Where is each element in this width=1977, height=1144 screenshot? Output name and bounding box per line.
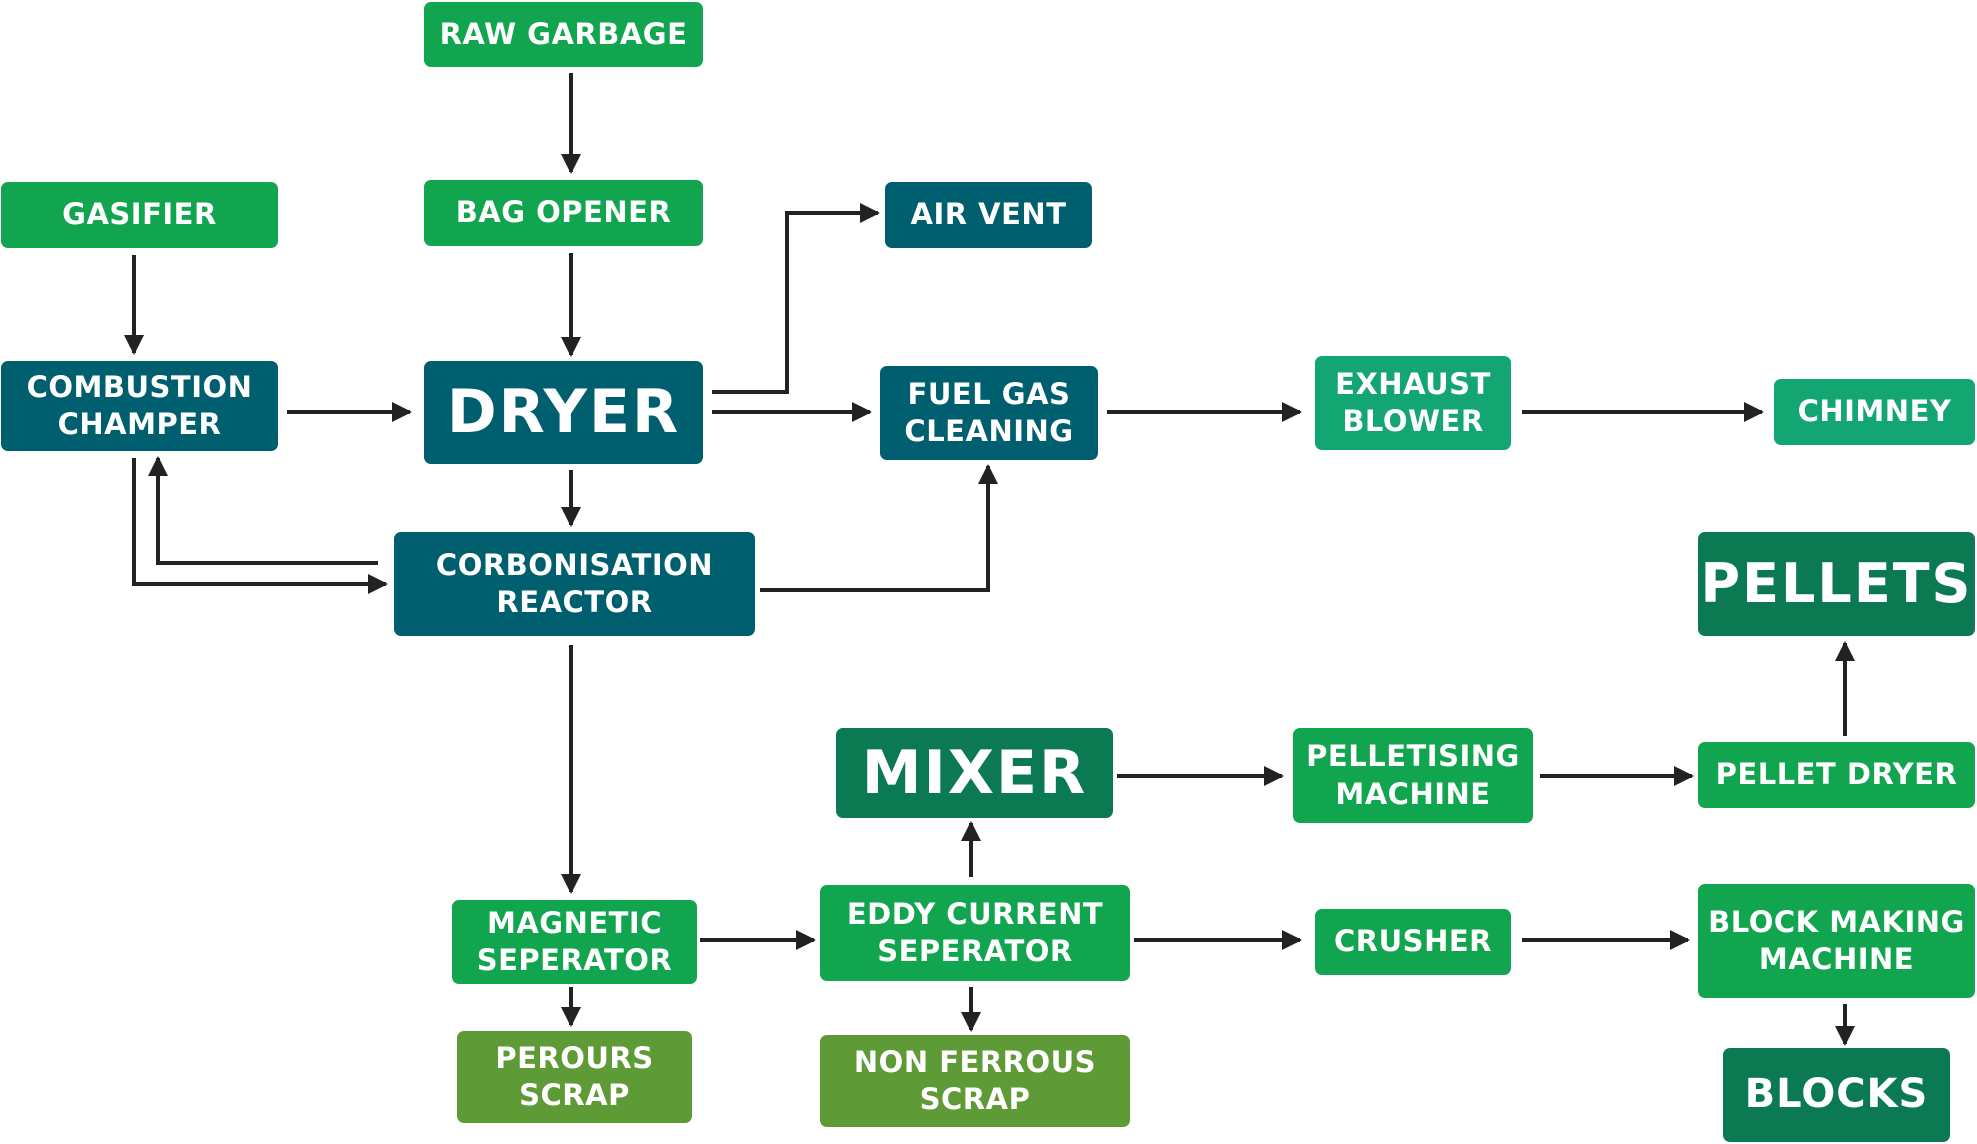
node-dryer: DRYER <box>424 361 703 464</box>
node-fuel-gas-cleaning: FUEL GAS CLEANING <box>880 366 1098 460</box>
node-pelletising-machine: PELLETISING MACHINE <box>1293 728 1533 823</box>
arrow-reactor-to-fuel-gas <box>760 464 998 592</box>
node-combustion-champer: COMBUSTION CHAMPER <box>1 361 278 451</box>
node-non-ferrous-scrap: NON FERROUS SCRAP <box>820 1035 1130 1127</box>
node-eddy-current-seperator: EDDY CURRENT SEPERATOR <box>820 885 1130 981</box>
node-corbonisation-reactor: CORBONISATION REACTOR <box>394 532 755 636</box>
node-air-vent: AIR VENT <box>885 182 1092 248</box>
node-magnetic-seperator: MAGNETIC SEPERATOR <box>452 900 697 984</box>
node-bag-opener: BAG OPENER <box>424 180 703 246</box>
node-perours-scrap: PEROURS SCRAP <box>457 1031 692 1123</box>
node-pellets: PELLETS <box>1698 532 1975 636</box>
node-gasifier: GASIFIER <box>1 182 278 248</box>
node-mixer: MIXER <box>836 728 1113 818</box>
node-chimney: CHIMNEY <box>1774 379 1975 445</box>
node-blocks: BLOCKS <box>1723 1048 1950 1142</box>
node-pellet-dryer: PELLET DRYER <box>1698 742 1975 808</box>
node-raw-garbage: RAW GARBAGE <box>424 2 703 67</box>
arrow-combustion-to-reactor <box>132 458 388 594</box>
node-block-making-machine: BLOCK MAKING MACHINE <box>1698 884 1975 998</box>
node-exhaust-blower: EXHAUST BLOWER <box>1315 356 1511 450</box>
node-crusher: CRUSHER <box>1315 909 1511 975</box>
arrow-reactor-to-combustion <box>148 456 378 565</box>
arrow-dryer-to-air-vent <box>712 203 880 394</box>
